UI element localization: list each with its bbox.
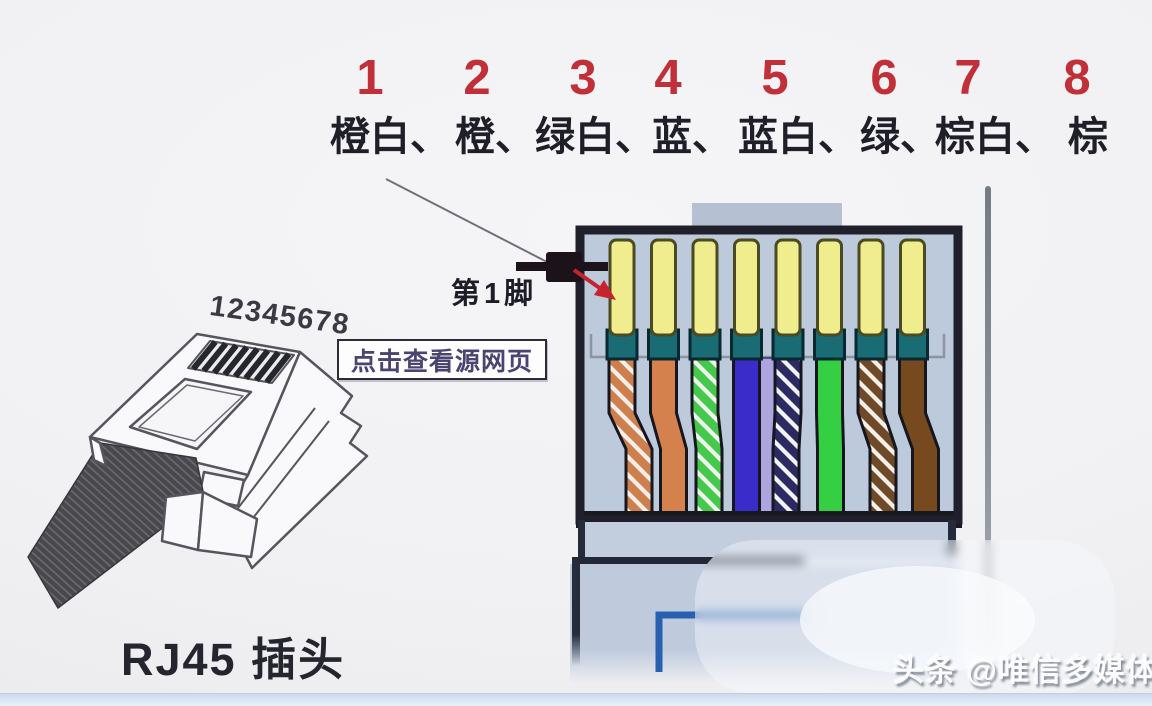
pin1-label: 第1脚 (451, 278, 538, 310)
pin-number-3: 3 (569, 51, 597, 105)
plug-cable (27, 442, 205, 609)
color-label-1: 橙白、 (330, 115, 450, 159)
pin-number-7: 7 (954, 51, 982, 105)
rj45-plug-drawing (27, 332, 369, 609)
contact-3 (691, 238, 719, 337)
wire-4 (732, 357, 761, 519)
source-page-tooltip[interactable]: 点击查看源网页 (337, 339, 547, 380)
body-left-edge (572, 560, 580, 666)
contact-5 (774, 238, 802, 337)
color-label-5: 蓝白、 (738, 115, 858, 159)
annotation-line (385, 178, 550, 264)
wire-6 (815, 357, 845, 519)
pin1-pointer-bolt (516, 252, 608, 282)
neck-divider-line (572, 557, 804, 564)
pin-number-2: 2 (463, 51, 491, 105)
plug-window-inner (138, 384, 244, 442)
tooltip-text: 点击查看源网页 (350, 347, 533, 376)
plug-window (128, 377, 253, 451)
wire-5 (771, 357, 803, 519)
plug-latch-side (196, 490, 259, 559)
plug-contact-stripes (190, 340, 292, 384)
watermark: 头条 @唯信多媒体 (893, 653, 1152, 688)
plug-left-step (88, 435, 108, 468)
color-label-2: 橙、 (455, 115, 535, 159)
pin-number-1: 1 (356, 51, 384, 105)
color-label-3: 绿白、 (535, 115, 655, 159)
pin-number-6: 6 (870, 51, 898, 105)
neck-right-edge (948, 520, 956, 556)
contact-7 (857, 238, 885, 337)
wire-3 (690, 357, 724, 519)
plug-latch-front (160, 490, 205, 552)
contact-2 (650, 238, 677, 337)
contact-6 (816, 238, 843, 337)
bottom-strip (0, 693, 1152, 706)
load-bar-outline (589, 334, 946, 359)
connector-neck (581, 522, 953, 560)
neck-left-edge (578, 520, 585, 560)
pin-number-4: 4 (654, 51, 682, 105)
connector-face-border (575, 225, 963, 525)
vertical-grey-line (985, 186, 991, 652)
pins-and-wires (605, 238, 940, 519)
plug-side-lines (234, 407, 330, 528)
color-label-7: 棕白、 (935, 115, 1055, 159)
pin1-arrow (572, 268, 616, 300)
color-label-8: 棕 (1068, 115, 1108, 159)
pin-number-8: 8 (1063, 51, 1091, 105)
plug-caption: RJ45 插头 (121, 634, 346, 685)
contact-4 (733, 238, 760, 337)
contact-1 (608, 238, 636, 337)
color-label-4: 蓝、 (652, 115, 732, 159)
contact-8 (899, 238, 926, 337)
pin-number-5: 5 (761, 51, 789, 105)
color-label-6: 绿、 (860, 115, 940, 159)
